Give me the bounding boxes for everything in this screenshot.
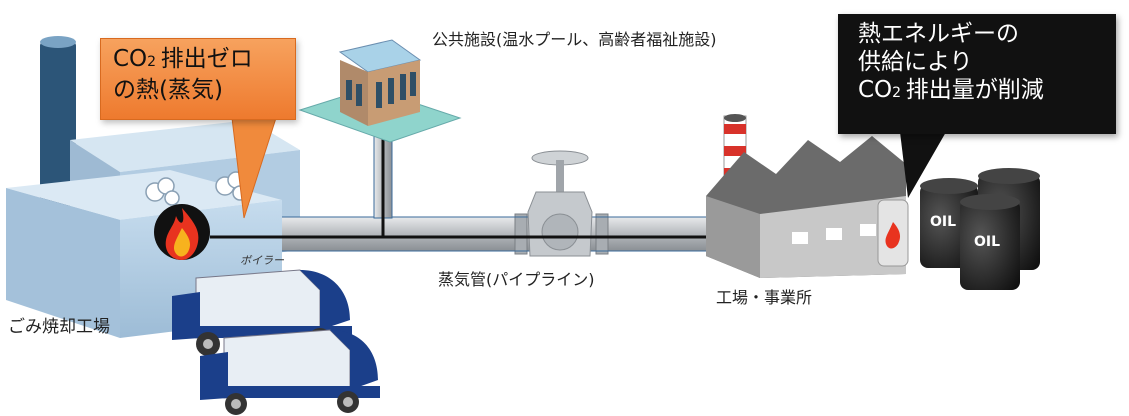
- small-fire-icon: [885, 222, 901, 249]
- plant-building-front: [6, 170, 282, 220]
- factory-label: 工場・事業所: [716, 288, 813, 307]
- black-callout-line3: CO2 排出量が削減: [858, 77, 1044, 103]
- black-callout: 熱エネルギーの 供給により CO2 排出量が削減: [838, 14, 1116, 134]
- garbage-truck-2: [200, 329, 380, 415]
- orange-callout: CO2 排出ゼロ の熱(蒸気): [100, 38, 296, 120]
- black-callout-line2: 供給により: [858, 49, 973, 75]
- orange-callout-line1: CO2 排出ゼロ: [113, 46, 253, 72]
- oil-barrels: OIL OIL: [920, 168, 1040, 290]
- oil-label-1: OIL: [930, 214, 956, 230]
- steam-pipe: [282, 117, 730, 255]
- fire-icon: [154, 204, 210, 260]
- boiler-label: ボイラー: [240, 254, 284, 267]
- oil-label-2: OIL: [974, 234, 1000, 250]
- oil-barrel-3: [960, 194, 1020, 290]
- incinerator-label: ごみ焼却工場: [8, 317, 110, 337]
- black-callout-line1: 熱エネルギーの: [858, 21, 1019, 47]
- public-facility-building: [298, 39, 462, 143]
- black-callout-pointer: [900, 132, 946, 198]
- steam-pipe-label: 蒸気管(パイプライン): [438, 270, 595, 289]
- factory-building: [706, 114, 909, 278]
- orange-callout-line2: の熱(蒸気): [113, 77, 223, 103]
- public-facility-label: 公共施設(温水プール、高齢者福祉施設): [432, 30, 717, 49]
- valve-icon: [527, 150, 593, 257]
- chimney: [40, 40, 76, 210]
- garbage-truck-1: [172, 269, 352, 356]
